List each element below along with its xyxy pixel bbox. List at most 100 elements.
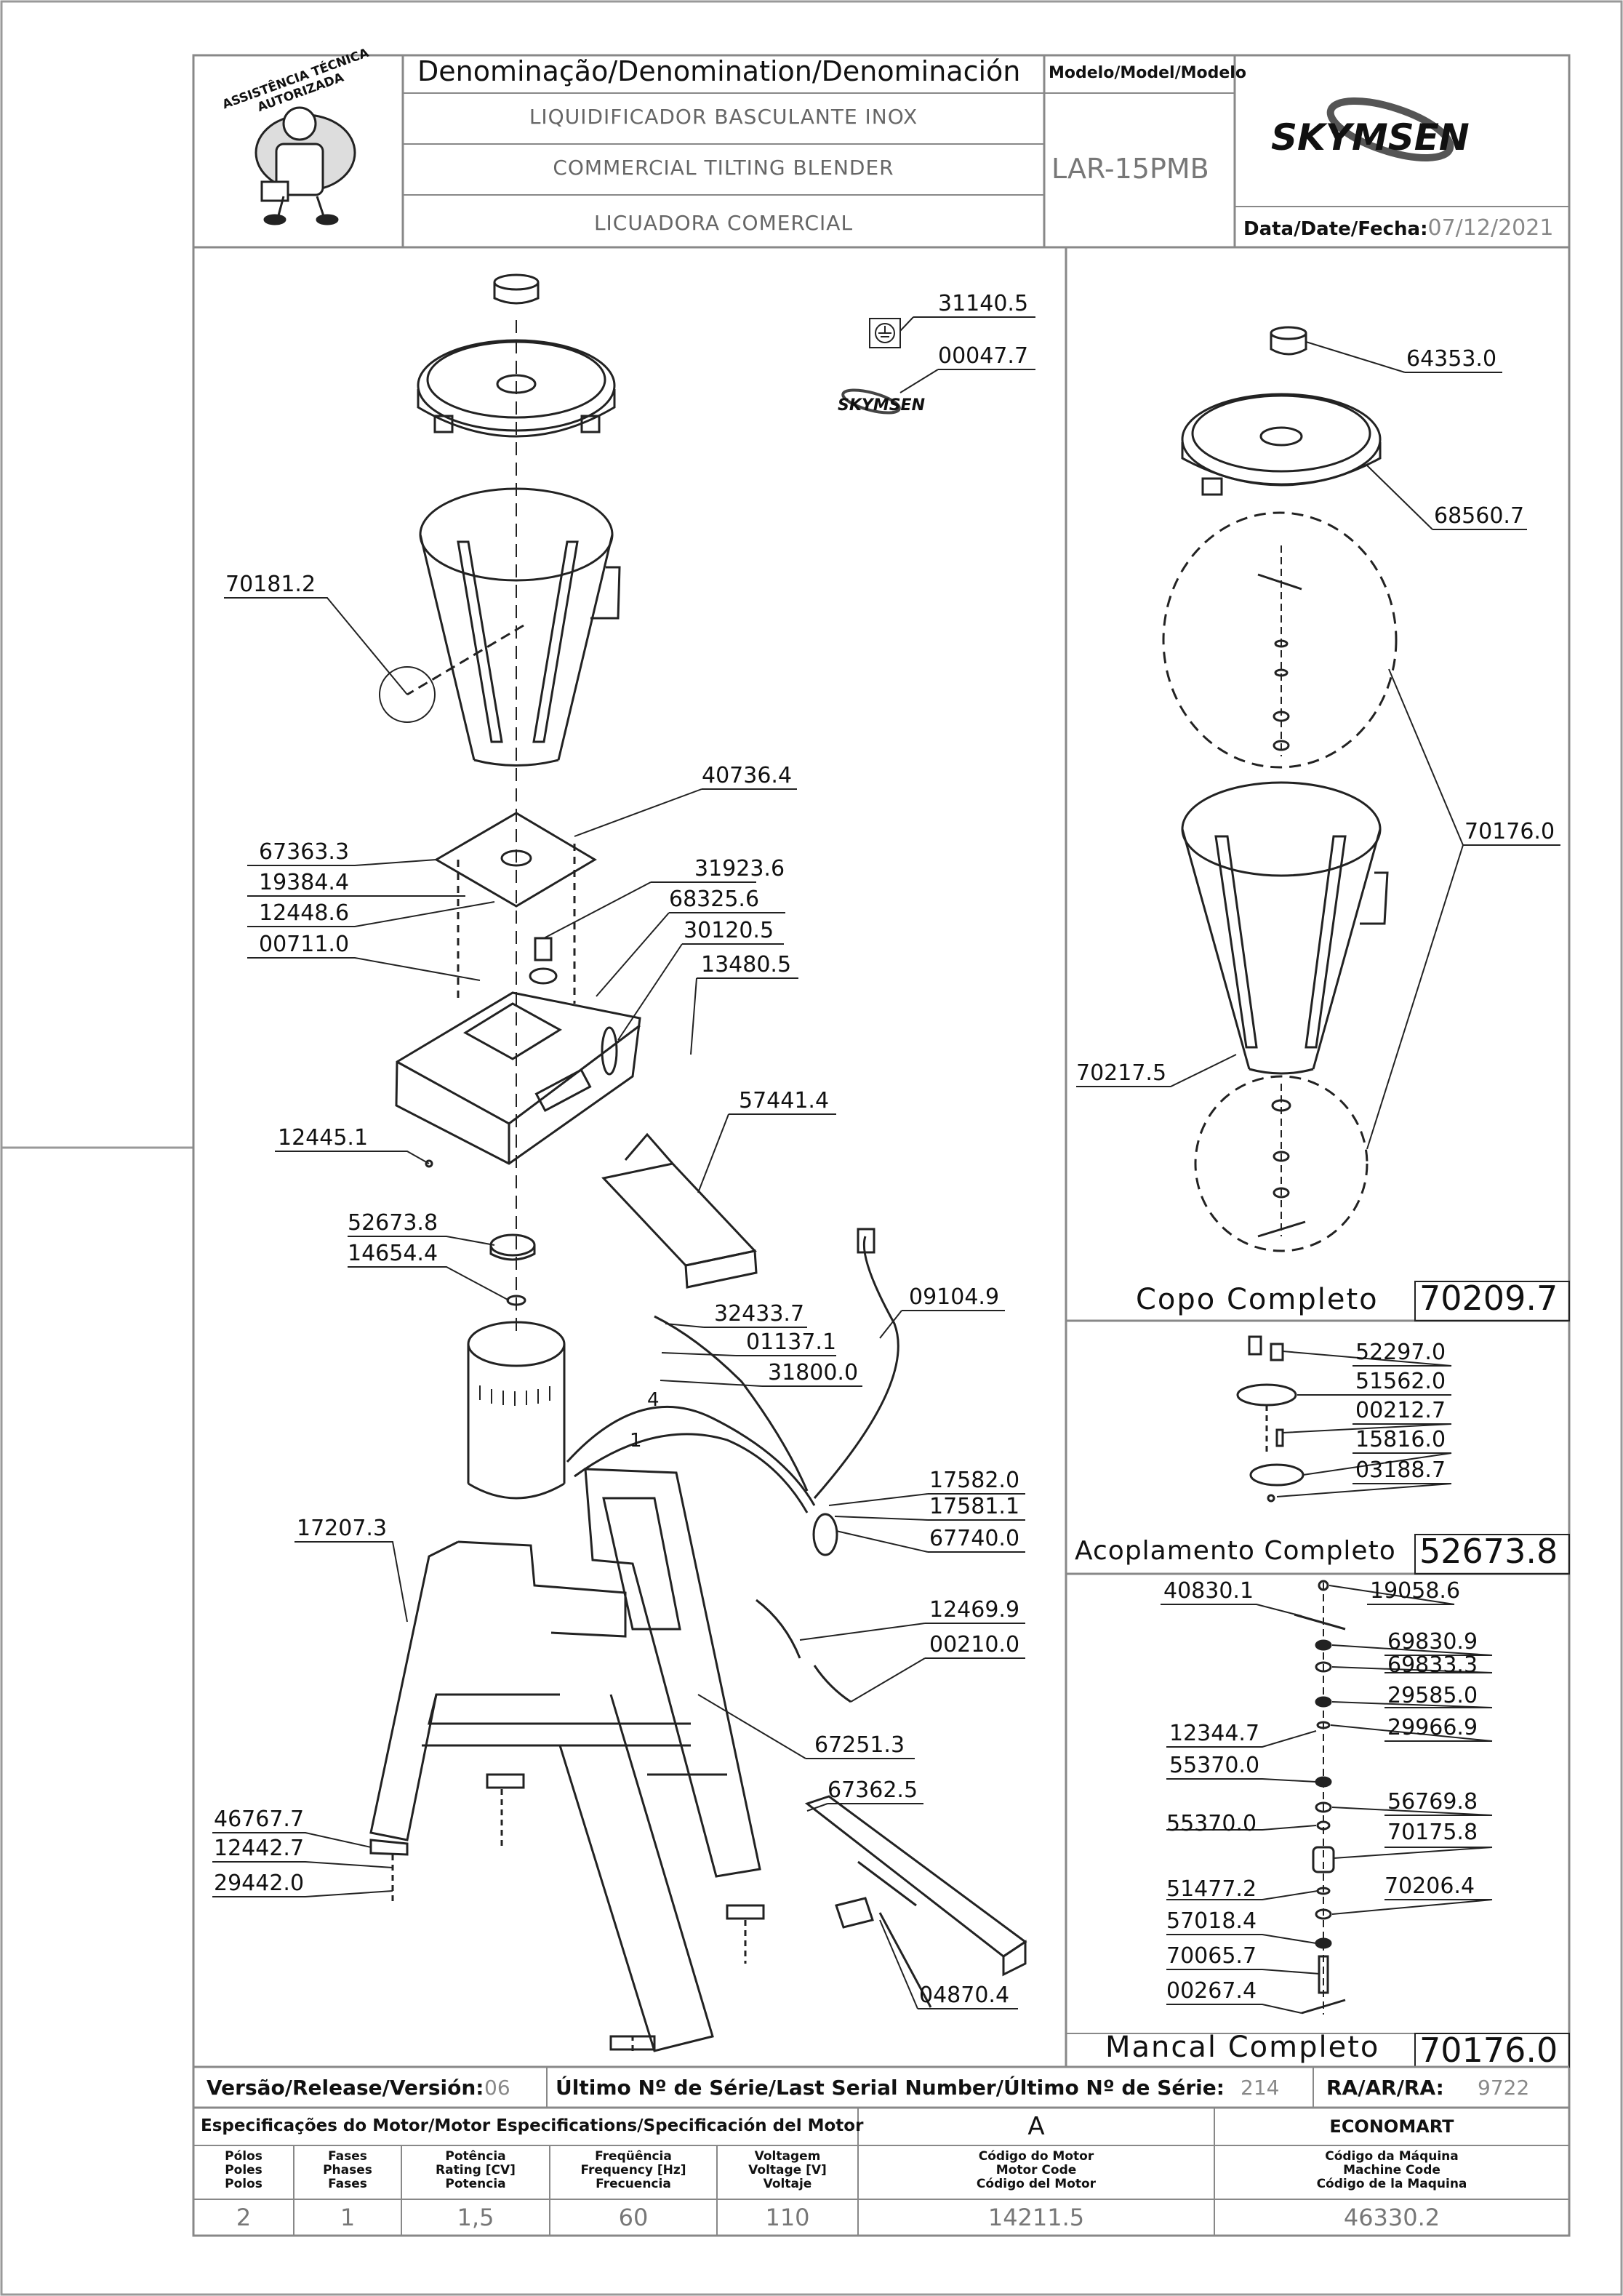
bearing-panel-view <box>1294 1580 1346 2015</box>
part-label: 70065.7 <box>1166 1943 1257 1969</box>
model-value: LAR-15PMB <box>1051 153 1209 185</box>
part-label: 15816.0 <box>1355 1427 1446 1452</box>
leader-lines <box>212 316 1560 2014</box>
coupling-panel-title: Acoplamento Completo <box>1075 1536 1396 1566</box>
skymsen-small-logo-icon: SKYMSEN <box>838 388 925 415</box>
coupling-panel-code: 52673.8 <box>1419 1532 1558 1571</box>
part-label: 13480.5 <box>701 952 792 977</box>
serial-value: 214 <box>1241 2076 1280 2100</box>
ground-symbol-icon <box>869 318 901 348</box>
part-label: 68560.7 <box>1434 503 1525 529</box>
motor-spec-label: Especificações do Motor/Motor Especifica… <box>201 2116 864 2135</box>
spec-value-voltage: 110 <box>765 2204 810 2231</box>
part-label: 69830.9 <box>1387 1629 1478 1655</box>
part-label: 17582.0 <box>929 1468 1020 1493</box>
part-label: 57441.4 <box>739 1088 830 1113</box>
spec-value-poles: 2 <box>236 2204 252 2231</box>
part-label: 67740.0 <box>929 1526 1020 1551</box>
part-label: 51562.0 <box>1355 1369 1446 1394</box>
date-label: Data/Date/Fecha:07/12/2021 <box>1243 215 1554 241</box>
spec-value-machine-code: 46330.2 <box>1343 2204 1440 2231</box>
spec-value-phases: 1 <box>340 2204 356 2231</box>
description-en: COMMERCIAL TILTING BLENDER <box>553 156 894 180</box>
part-label: 29966.9 <box>1387 1715 1478 1740</box>
part-label: 12344.7 <box>1169 1721 1260 1746</box>
cup-panel-view <box>1162 326 1398 1252</box>
authorized-service-badge-icon <box>255 106 356 225</box>
part-label: 70175.8 <box>1387 1820 1478 1845</box>
part-label: 12469.9 <box>929 1597 1020 1623</box>
wire-number: 4 <box>647 1389 660 1411</box>
part-label: 12442.7 <box>214 1836 305 1861</box>
part-label: 00267.4 <box>1166 1978 1257 2004</box>
part-label: 52297.0 <box>1355 1340 1446 1365</box>
part-label: 29585.0 <box>1387 1683 1478 1708</box>
version-value: 06 <box>484 2076 510 2100</box>
denomination-label: Denominação/Denomination/Denominación <box>417 55 1021 87</box>
part-label: 55370.0 <box>1169 1753 1260 1778</box>
part-label: 69833.3 <box>1387 1652 1478 1678</box>
coupling-panel-view <box>1236 1335 1305 1503</box>
part-label: 12448.6 <box>259 900 350 926</box>
part-label: 03188.7 <box>1355 1457 1446 1483</box>
part-label: 29442.0 <box>214 1871 305 1896</box>
part-label: 00047.7 <box>938 343 1029 369</box>
part-label: 19384.4 <box>259 870 350 895</box>
part-label: 70176.0 <box>1464 819 1555 844</box>
part-label: 19058.6 <box>1370 1578 1461 1604</box>
part-label: 00711.0 <box>259 932 350 957</box>
version-label: Versão/Release/Versión: <box>207 2076 484 2100</box>
part-label: 17207.3 <box>297 1516 388 1541</box>
part-label: 46767.7 <box>214 1807 305 1832</box>
part-label: 51477.2 <box>1166 1876 1257 1902</box>
part-label: 17581.1 <box>929 1494 1020 1519</box>
part-label: 64353.0 <box>1406 346 1497 372</box>
spec-value-motor-code: 14211.5 <box>987 2204 1085 2231</box>
part-label: 12445.1 <box>278 1125 369 1151</box>
part-label: 67251.3 <box>814 1732 905 1758</box>
brand-name: SKYMSEN <box>1271 116 1470 159</box>
part-label: 09104.9 <box>909 1284 1000 1310</box>
skymsen-logo-icon <box>1326 97 1454 161</box>
spec-value-frequency: 60 <box>618 2204 649 2231</box>
description-es: LICUADORA COMERCIAL <box>593 211 854 235</box>
spec-value-rating: 1,5 <box>457 2204 494 2231</box>
part-label: 30120.5 <box>684 918 774 943</box>
part-label: 31140.5 <box>938 291 1029 316</box>
svg-text:SKYMSEN: SKYMSEN <box>838 396 925 415</box>
cup-panel-code: 70209.7 <box>1419 1279 1558 1318</box>
part-label: 67362.5 <box>827 1777 918 1803</box>
part-label: 70181.2 <box>225 572 316 597</box>
serial-label: Último Nº de Série/Last Serial Number/Úl… <box>556 2076 1225 2100</box>
title-frame <box>192 54 1571 2237</box>
model-label: Modelo/Model/Modelo <box>1049 64 1246 82</box>
part-label: 70217.5 <box>1076 1060 1167 1086</box>
description-pt: LIQUIDIFICADOR BASCULANTE INOX <box>529 105 918 129</box>
motor-variant: A <box>1027 2112 1045 2141</box>
part-label: 01137.1 <box>746 1329 837 1355</box>
cup-panel-title: Copo Completo <box>1136 1283 1379 1316</box>
part-label: 52673.8 <box>348 1210 438 1236</box>
part-label: 40736.4 <box>702 763 793 788</box>
ra-label: RA/AR/RA: <box>1326 2076 1444 2100</box>
part-label: 31923.6 <box>694 856 785 881</box>
part-label: 67363.3 <box>259 839 350 865</box>
bearing-panel-code: 70176.0 <box>1419 2031 1558 2070</box>
wire-number: 1 <box>630 1430 642 1452</box>
part-label: 14654.4 <box>348 1241 438 1266</box>
customer-name: ECONOMART <box>1329 2116 1454 2137</box>
part-label: 57018.4 <box>1166 1908 1257 1934</box>
part-label: 70206.4 <box>1384 1873 1475 1899</box>
part-label: 40830.1 <box>1163 1578 1254 1604</box>
part-label: 56769.8 <box>1387 1789 1478 1815</box>
part-label: 68325.6 <box>669 887 760 912</box>
